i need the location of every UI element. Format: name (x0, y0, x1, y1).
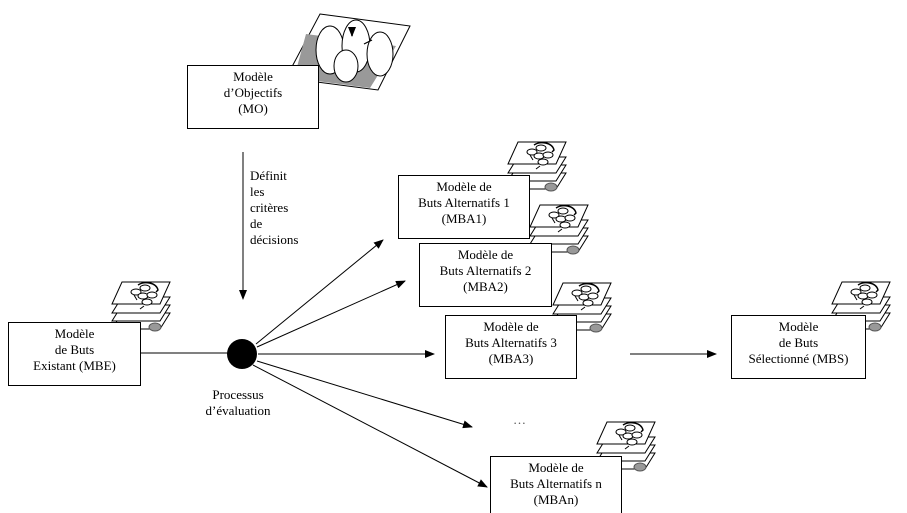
mban-line-3: (MBAn) (533, 492, 579, 507)
mba3-box: Modèle de Buts Alternatifs 3 (MBA3) (445, 315, 577, 379)
selected-model-box: Modèle de Buts Sélectionné (MBS) (731, 315, 866, 379)
arrow-to-ellipsis (256, 360, 473, 429)
ellipsis-label: … (513, 412, 526, 427)
mo-line-2: d’Objectifs (223, 85, 283, 100)
process-label-1: Processus (212, 387, 264, 402)
mba1-line-2: Buts Alternatifs 1 (418, 195, 510, 210)
arrow-to-mba2 (256, 280, 406, 348)
mo-line-1: Modèle (233, 69, 273, 84)
mba2-line-3: (MBA2) (463, 279, 508, 294)
mbs-line-2: de Buts (778, 335, 819, 350)
mban-box: Modèle de Buts Alternatifs n (MBAn) (490, 456, 622, 513)
criteria-label-2: les (250, 184, 265, 199)
mba2-line-1: Modèle de (457, 247, 514, 262)
mba1-line-1: Modèle de (436, 179, 492, 194)
criteria-label-4: de (250, 216, 263, 231)
existing-model-box: Modèle de Buts Existant (MBE) (8, 322, 141, 386)
arrow-to-mba1 (255, 239, 384, 345)
mba3-line-3: (MBA3) (488, 351, 534, 366)
criteria-label-5: décisions (250, 232, 299, 247)
mban-line-1: Modèle de (528, 460, 584, 475)
mba1-line-3: (MBA1) (441, 211, 487, 226)
process-label-2: d’évaluation (205, 403, 271, 418)
mbs-line-1: Modèle (778, 319, 819, 334)
criteria-label-1: Définit (250, 168, 287, 183)
mbe-line-3: Existant (MBE) (33, 358, 116, 373)
criteria-label: Définit les critères de décisions (250, 168, 298, 248)
mba2-line-2: Buts Alternatifs 2 (439, 263, 532, 278)
process-label: Processus d’évaluation (188, 387, 288, 419)
mban-line-2: Buts Alternatifs n (510, 476, 602, 491)
mba3-line-1: Modèle de (483, 319, 539, 334)
mba1-box: Modèle de Buts Alternatifs 1 (MBA1) (398, 175, 530, 239)
mbs-line-3: Sélectionné (MBS) (748, 351, 849, 366)
mba2-box: Modèle de Buts Alternatifs 2 (MBA2) (419, 243, 552, 307)
mbe-line-1: Modèle (54, 326, 95, 341)
mbe-line-2: de Buts (54, 342, 95, 357)
mba3-line-2: Buts Alternatifs 3 (465, 335, 557, 350)
mo-line-3: (MO) (238, 101, 268, 116)
objectives-model-box: Modèle d’Objectifs (MO) (187, 65, 319, 129)
arrow-to-mban (252, 364, 488, 488)
criteria-label-3: critères (250, 200, 289, 215)
evaluation-process-node (227, 339, 257, 369)
